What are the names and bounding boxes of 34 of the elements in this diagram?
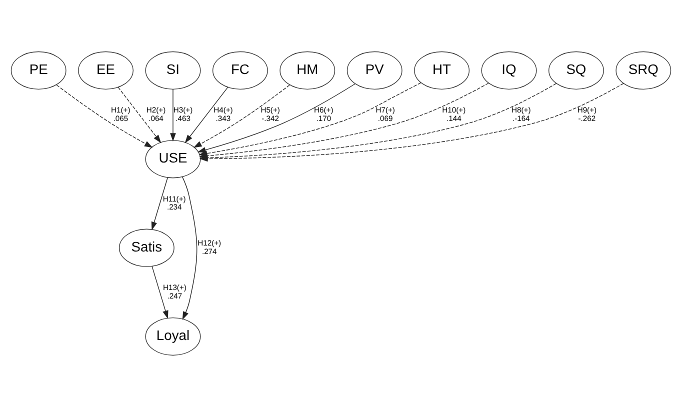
edge-label: H7(+) .069 [376,105,395,122]
edge-label: H11(+) .234 [162,194,186,212]
edge-label: H12(+) .274 [198,238,222,256]
edge-label: H5(+) -.342 [260,105,280,122]
arrow [182,176,198,320]
edge-label: H10(+) .144 [442,105,466,122]
node-ellipse: SRQ [616,50,672,90]
arrow [118,86,162,143]
arrow [184,86,228,143]
arrow [152,265,168,318]
node-ellipse: HM [280,50,336,90]
node-ellipse: SI [145,50,201,90]
node-ellipse: EE [78,50,134,90]
edge-label: H9(+) -.262 [577,105,597,122]
arrow [56,84,153,148]
arrow [151,176,168,230]
arrow [170,88,176,141]
node-ellipse: FC [212,50,268,90]
node-ellipse: HT [414,50,470,90]
node-ellipse: Loyal [145,316,201,356]
edge-label: H8(+) .-164 [512,105,531,122]
arrow [197,82,356,152]
node-ellipse: PV [346,50,402,90]
edge-label: H4(+) .343 [214,105,233,122]
node-ellipse: IQ [481,50,537,90]
node-ellipse: Satis [118,228,174,266]
edge-label: H6(+) .170 [314,105,334,122]
node-ellipse: SQ [548,50,604,90]
edge-label: H13(+) .247 [162,282,186,300]
edge-label: H2(+) .064 [146,105,166,122]
edge-label: H3(+) .463 [173,105,193,122]
edge-label: H1(+) .065 [111,105,130,122]
node-ellipse: PE [10,50,66,90]
arrow [193,84,290,148]
